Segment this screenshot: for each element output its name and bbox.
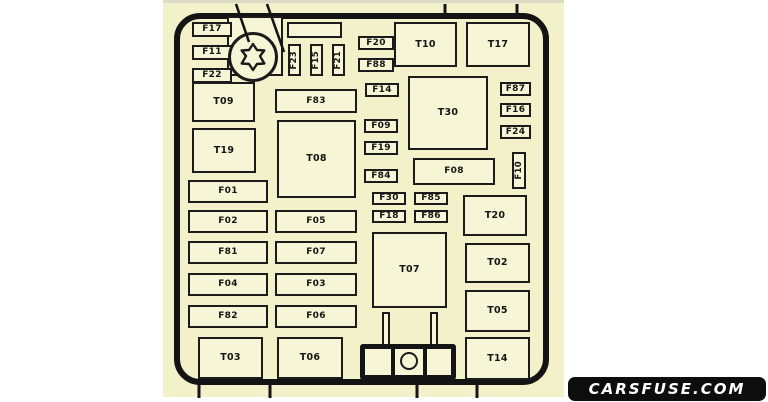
relay-t07: T07 <box>372 232 447 308</box>
fuse-f07: F07 <box>275 241 357 264</box>
panel-top-edge <box>163 0 564 3</box>
connector-pin <box>382 312 390 346</box>
fuse-f81: F81 <box>188 241 268 264</box>
relay-t20: T20 <box>463 195 527 236</box>
fuse-f84: F84 <box>364 169 398 183</box>
fuse-f16: F16 <box>500 103 531 117</box>
relay-t14: T14 <box>465 337 530 380</box>
watermark-text: CARSFUSE.COM <box>588 380 746 398</box>
fuse-f01: F01 <box>188 180 268 203</box>
fuse-f17: F17 <box>192 22 232 37</box>
relay-t02: T02 <box>465 243 530 283</box>
relay-t06: T06 <box>277 337 343 379</box>
fuse-label: F10 <box>513 161 524 180</box>
connector-ring-icon <box>400 352 418 370</box>
watermark-badge: CARSFUSE.COM <box>568 377 766 401</box>
fuse-f18: F18 <box>372 210 406 223</box>
relay-t10: T10 <box>394 22 457 67</box>
fuse-box-outline <box>174 13 549 385</box>
fuse-f05: F05 <box>275 210 357 233</box>
fuse-f15: F15 <box>310 44 323 76</box>
fuse-label: F23 <box>289 50 300 70</box>
fuse-f19: F19 <box>364 141 398 155</box>
fuse-f23: F23 <box>288 44 301 76</box>
fuse-f85: F85 <box>414 192 448 205</box>
fuse-f02: F02 <box>188 210 268 233</box>
relay-t19: T19 <box>192 128 256 173</box>
fuse-f88: F88 <box>358 58 394 72</box>
fuse-f03: F03 <box>275 273 357 296</box>
relay-t09: T09 <box>192 82 255 122</box>
hex-nut-icon <box>240 42 266 72</box>
relay-t08: T08 <box>277 120 356 198</box>
connector-slot <box>365 349 391 375</box>
fuse-f22: F22 <box>192 68 232 83</box>
fuse-f06: F06 <box>275 305 357 328</box>
relay-t17: T17 <box>466 22 530 67</box>
bolt-icon <box>228 32 278 82</box>
fuse-f09: F09 <box>364 119 398 133</box>
fuse-f21: F21 <box>332 44 345 76</box>
fuse-label: F15 <box>311 50 322 70</box>
fuse-f10: F10 <box>512 152 526 189</box>
fuse-f24: F24 <box>500 125 531 139</box>
fuse-blank-slot <box>287 22 342 38</box>
connector-slot <box>427 349 451 375</box>
fuse-label: F21 <box>333 50 344 70</box>
relay-t05: T05 <box>465 290 530 332</box>
connector-pin <box>430 312 438 346</box>
fuse-f14: F14 <box>365 83 399 97</box>
fuse-f87: F87 <box>500 82 531 96</box>
fuse-f08: F08 <box>413 158 495 185</box>
fuse-f82: F82 <box>188 305 268 328</box>
fuse-f11: F11 <box>192 45 232 60</box>
fuse-f83: F83 <box>275 89 357 113</box>
fuse-f20: F20 <box>358 36 394 50</box>
bottom-connector <box>360 344 456 380</box>
fuse-f86: F86 <box>414 210 448 223</box>
fuse-f04: F04 <box>188 273 268 296</box>
fuse-f30: F30 <box>372 192 406 205</box>
relay-t03: T03 <box>198 337 263 379</box>
relay-t30: T30 <box>408 76 488 150</box>
